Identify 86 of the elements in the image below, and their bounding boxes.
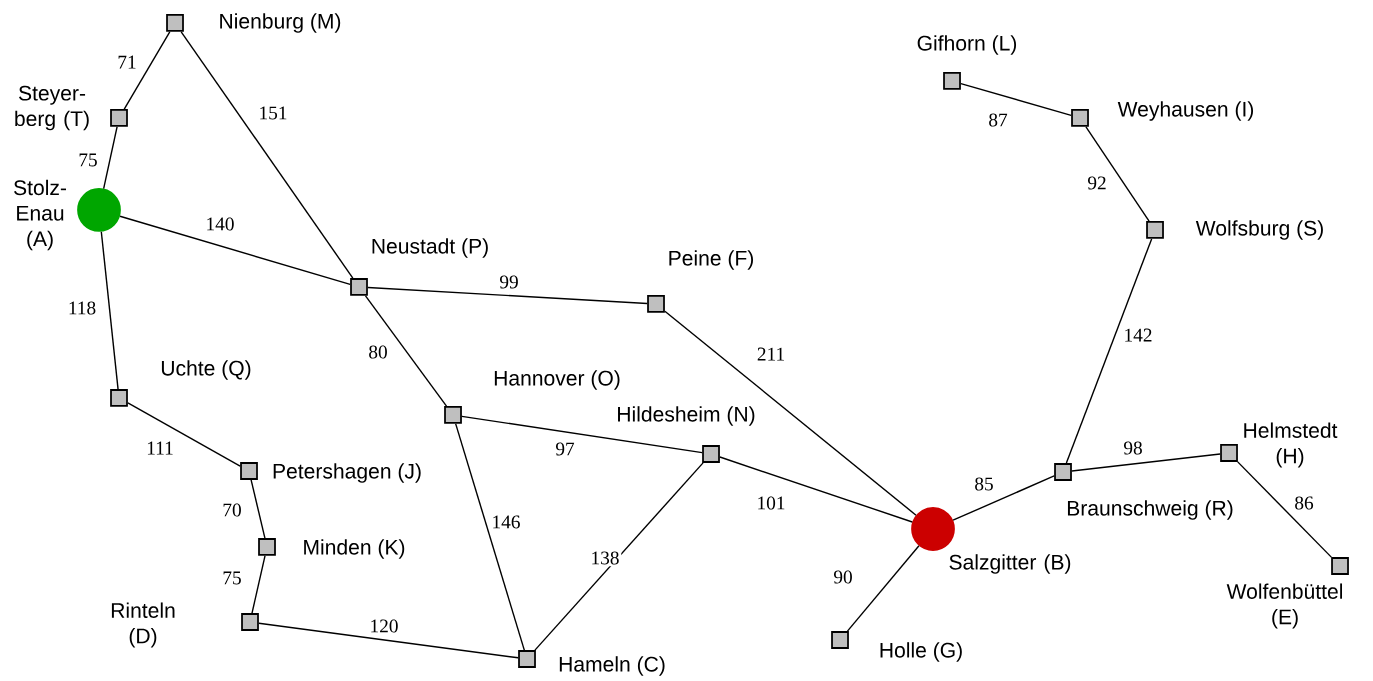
town-label: Hildesheim (N) (618, 406, 755, 426)
town-label: Steyer- berg (T) (15, 85, 89, 131)
road-line (367, 286, 648, 305)
distance-label: 151 (256, 104, 290, 122)
distance-label: 86 (1292, 494, 1316, 512)
town-label: Stolz- Enau (A) (14, 179, 66, 251)
town-square (1331, 557, 1349, 575)
town-square (258, 538, 276, 556)
road-line (952, 475, 1055, 521)
road-line (250, 479, 266, 539)
town-square (1146, 221, 1164, 239)
town-label: Neustadt (P) (372, 238, 488, 258)
distance-label: 99 (497, 273, 521, 291)
town-square (110, 389, 128, 407)
city-circle (77, 188, 121, 232)
town-square (1054, 463, 1072, 481)
distance-label: 97 (553, 440, 577, 458)
road-line (461, 415, 703, 454)
town-label: Hameln (C) (559, 656, 665, 676)
road-line (960, 82, 1072, 117)
town-label: Nienburg (M) (220, 13, 341, 33)
road-line (455, 423, 526, 651)
distance-label: 75 (76, 151, 100, 169)
road-line (364, 295, 448, 407)
town-label: Gifhorn (L) (917, 35, 1017, 55)
town-square (831, 631, 849, 649)
distance-label: 92 (1085, 174, 1109, 192)
distance-label: 140 (203, 215, 237, 233)
road-line (119, 215, 351, 286)
distance-label: 111 (144, 439, 176, 457)
town-label: Petershagen (J) (273, 463, 421, 483)
town-square (1220, 444, 1238, 462)
road-line (123, 31, 171, 110)
road-line (1085, 126, 1150, 222)
town-square (444, 406, 462, 424)
town-label: Salzgitter (B) (949, 554, 1071, 574)
town-label: Braunschweig (R) (1067, 500, 1233, 520)
distance-label: 75 (220, 569, 244, 587)
city-circle (911, 507, 955, 551)
town-square (647, 295, 665, 313)
distance-label: 146 (489, 513, 523, 531)
town-square (1071, 109, 1089, 127)
road-line (1071, 453, 1221, 472)
town-square (702, 445, 720, 463)
town-label: Hannover (O) (494, 370, 620, 390)
road-line (180, 31, 354, 279)
distance-label: 85 (972, 475, 996, 493)
road-line (664, 310, 917, 516)
distance-label: 118 (66, 299, 98, 317)
distance-label: 142 (1121, 326, 1155, 344)
distance-label: 71 (115, 53, 139, 71)
distance-label: 211 (755, 345, 787, 363)
town-label: Helmstedt (H) (1244, 422, 1338, 468)
town-square (943, 72, 961, 90)
distance-label: 80 (366, 343, 390, 361)
distance-label: 87 (986, 111, 1010, 129)
road-line (534, 462, 704, 651)
road-line (127, 402, 241, 467)
town-label: Peine (F) (669, 250, 754, 270)
road-line (100, 231, 119, 390)
town-label: Weyhausen (I) (1117, 101, 1254, 121)
road-line (1237, 461, 1332, 558)
town-square (166, 14, 184, 32)
distance-label: 101 (754, 494, 788, 512)
distance-label: 98 (1121, 439, 1145, 457)
distance-label: 138 (588, 549, 622, 567)
distance-label: 90 (831, 568, 855, 586)
town-label: Wolfenbüttel (E) (1226, 583, 1342, 629)
town-square (240, 462, 258, 480)
road-line (251, 555, 266, 614)
road-line (102, 126, 118, 190)
town-square (241, 613, 259, 631)
town-label: Holle (G) (880, 642, 962, 662)
road-line (258, 622, 519, 659)
town-square (110, 109, 128, 127)
town-square (518, 650, 536, 668)
town-label: Uchte (Q) (161, 360, 251, 380)
town-label: Wolfsburg (S) (1195, 220, 1323, 240)
town-label: Rinteln (D) (111, 602, 175, 648)
distance-label: 70 (220, 501, 244, 519)
road-line (1065, 238, 1153, 464)
road-line (719, 456, 913, 523)
distance-label: 120 (367, 617, 401, 635)
town-square (350, 278, 368, 296)
road-line (846, 545, 920, 632)
town-label: Minden (K) (304, 539, 405, 559)
